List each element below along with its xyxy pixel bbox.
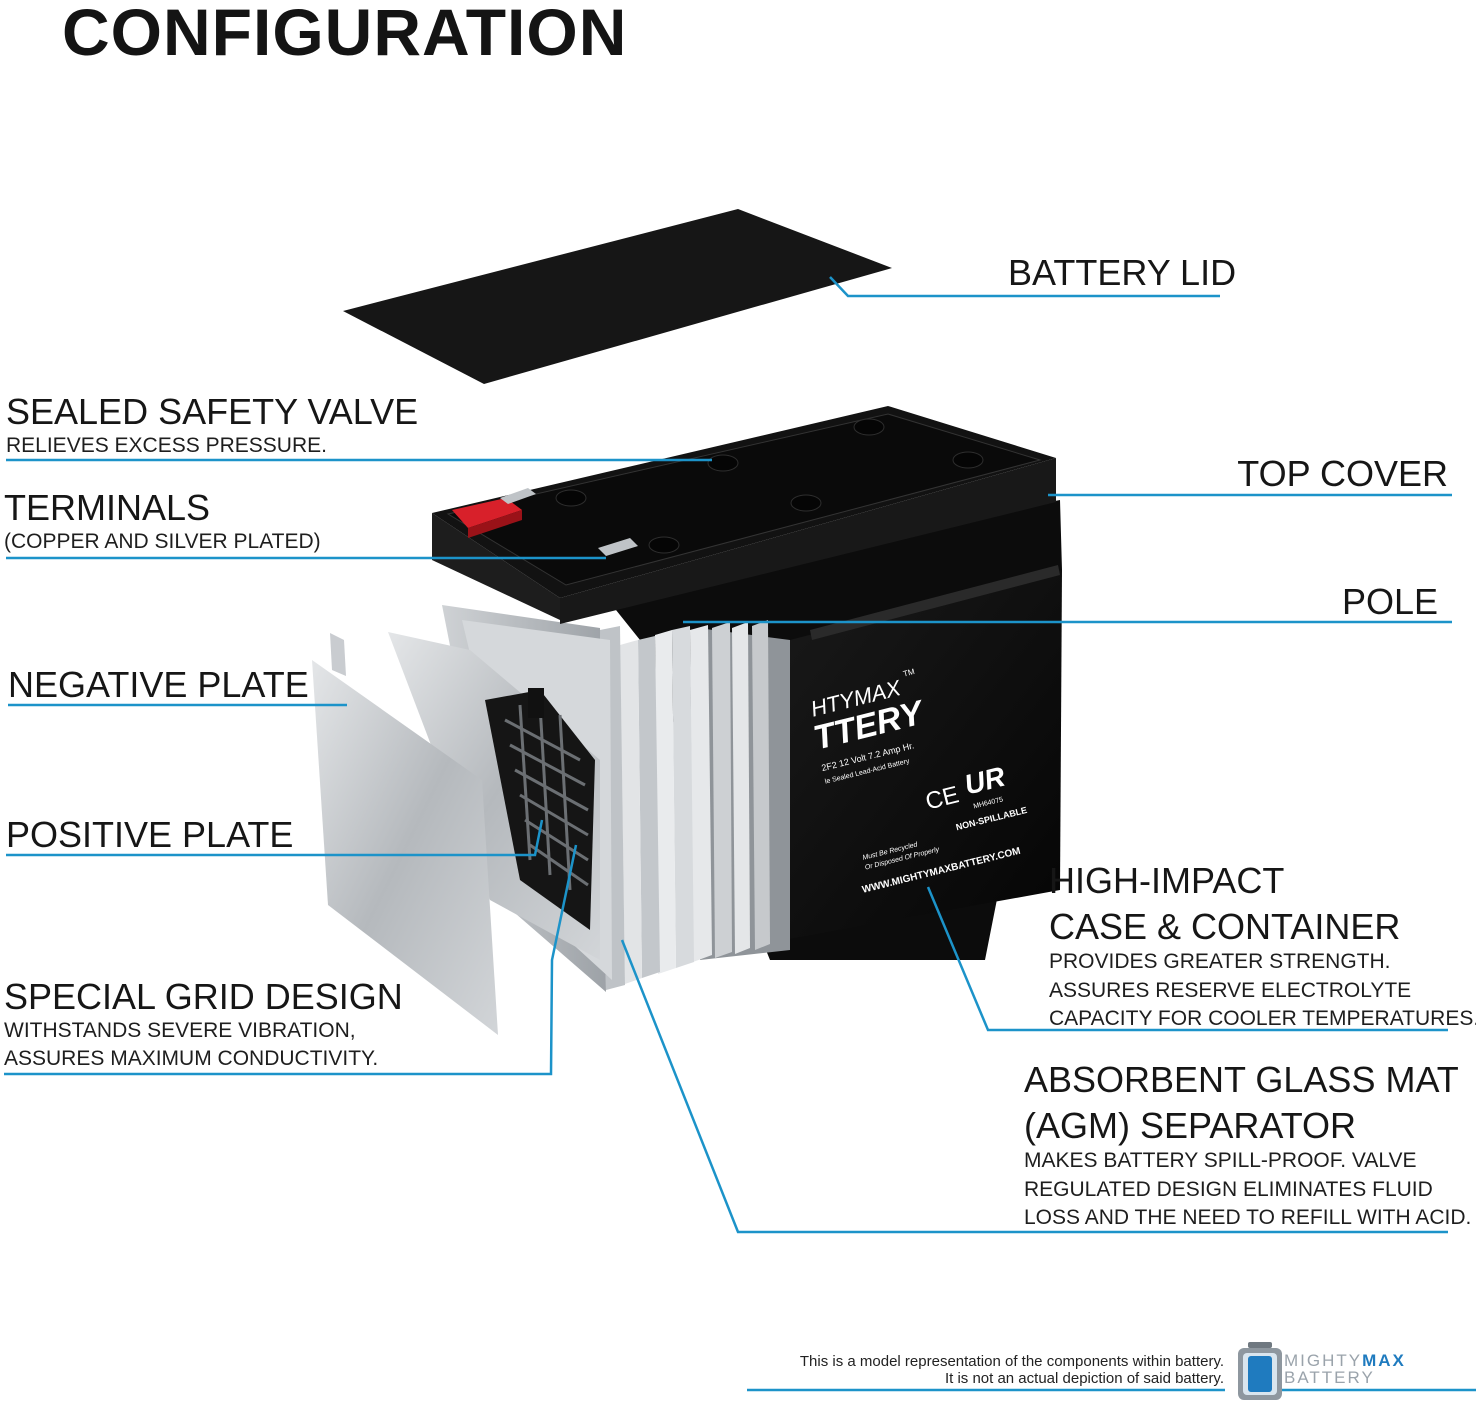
label-agm-separator-detail-2: REGULATED DESIGN ELIMINATES FLUID: [1024, 1177, 1433, 1201]
label-terminals: TERMINALS: [4, 487, 211, 528]
label-agm-separator-heading-1: ABSORBENT GLASS MAT: [1024, 1059, 1459, 1100]
label-sealed-safety-valve-detail: RELIEVES EXCESS PRESSURE.: [6, 433, 327, 457]
label-agm-separator-detail-3: LOSS AND THE NEED TO REFILL WITH ACID.: [1024, 1206, 1472, 1230]
leader-lines: [4, 276, 1476, 1392]
label-special-grid-block: SPECIAL GRID DESIGN WITHSTANDS SEVERE VI…: [4, 977, 403, 1074]
top-cover: [432, 406, 1056, 624]
label-positive-plate: POSITIVE PLATE: [6, 814, 294, 855]
terminal-positive: [500, 488, 536, 504]
label-high-impact-case-detail-2: ASSURES RESERVE ELECTROLYTE: [1049, 978, 1412, 1002]
battery-lid: [343, 209, 892, 384]
battery-case: [600, 500, 1062, 960]
label-high-impact-case-block: HIGH-IMPACT CASE & CONTAINER PROVIDES GR…: [1049, 858, 1476, 1034]
disclaimer-line-1: This is a model representation of the co…: [799, 1353, 1224, 1370]
label-battery-lid: BATTERY LID: [1008, 252, 1237, 293]
label-agm-separator-heading-2: (AGM) SEPARATOR: [1024, 1104, 1357, 1146]
label-high-impact-case-detail-3: CAPACITY FOR COOLER TEMPERATURES.: [1049, 1007, 1476, 1031]
disclaimer: This is a model representation of the co…: [799, 1353, 1224, 1387]
face-trademark: TM: [902, 667, 916, 679]
logo-line1-bold: MAX: [1362, 1351, 1406, 1370]
leader-special-grid: [4, 844, 578, 1076]
label-high-impact-case-heading-1: HIGH-IMPACT: [1049, 860, 1285, 901]
terminal-negative: [598, 538, 638, 556]
label-sealed-safety-valve-block: SEALED SAFETY VALVE RELIEVES EXCESS PRES…: [6, 392, 418, 460]
terminal-red-cap: [452, 498, 522, 528]
disclaimer-line-2: It is not an actual depiction of said ba…: [944, 1369, 1224, 1387]
leader-high-impact-case: [926, 886, 1448, 1032]
logo-battery-icon: [1238, 1342, 1282, 1400]
label-top-cover: TOP COVER: [1237, 453, 1448, 494]
label-pole: POLE: [1341, 581, 1438, 622]
label-special-grid-detail-1: WITHSTANDS SEVERE VIBRATION,: [4, 1018, 356, 1042]
leader-positive-plate: [6, 819, 544, 857]
label-special-grid-design: SPECIAL GRID DESIGN: [4, 976, 403, 1017]
grid-plate: [388, 632, 600, 960]
logo-line2: BATTERY: [1284, 1368, 1375, 1387]
label-agm-separator-block: ABSORBENT GLASS MAT (AGM) SEPARATOR MAKE…: [1024, 1057, 1471, 1233]
label-sealed-safety-valve: SEALED SAFETY VALVE: [6, 391, 419, 432]
page-title: CONFIGURATION: [62, 0, 628, 69]
label-high-impact-case-heading-2: CASE & CONTAINER: [1049, 905, 1401, 947]
label-negative-plate: NEGATIVE PLATE: [8, 664, 309, 705]
label-agm-separator-detail-1: MAKES BATTERY SPILL-PROOF. VALVE: [1024, 1148, 1417, 1172]
label-terminals-block: TERMINALS (COPPER AND SILVER PLATED): [4, 488, 321, 556]
logo-line1-light: MIGHTY: [1284, 1351, 1363, 1370]
negative-plate: [312, 633, 498, 1035]
leader-agm-separator: [620, 939, 1448, 1234]
label-high-impact-case-detail-1: PROVIDES GREATER STRENGTH.: [1049, 949, 1391, 973]
label-special-grid-detail-2: ASSURES MAXIMUM CONDUCTIVITY.: [4, 1047, 379, 1071]
battery-case-front: [772, 570, 1062, 942]
label-terminals-detail: (COPPER AND SILVER PLATED): [4, 529, 321, 553]
mightymax-logo: MIGHTYMAX BATTERY: [1284, 1352, 1406, 1386]
logo-line1: MIGHTYMAX: [1284, 1352, 1406, 1369]
leader-battery-lid: [829, 276, 1220, 298]
